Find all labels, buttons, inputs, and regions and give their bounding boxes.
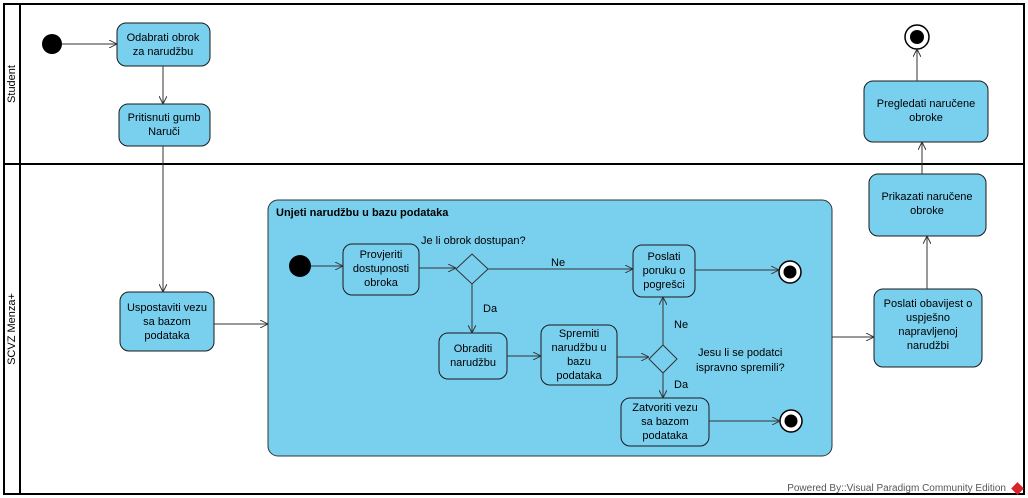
guard-obrok-dostupan: Je li obrok dostupan? bbox=[421, 235, 526, 247]
final-node-close bbox=[779, 409, 803, 433]
guard-ispravno-line2: ispravno spremili? bbox=[696, 362, 785, 374]
final-node-student bbox=[904, 24, 930, 50]
initial-node-student bbox=[42, 34, 62, 54]
final-node-error bbox=[778, 260, 802, 284]
visual-paradigm-logo-icon bbox=[1011, 482, 1024, 495]
watermark-text: Powered By::Visual Paradigm Community Ed… bbox=[787, 483, 1006, 494]
guard-ne-2: Ne bbox=[674, 319, 688, 331]
guard-ispravno-line1: Jesu li se podatci bbox=[698, 347, 782, 359]
lane-title-student: Student bbox=[6, 65, 18, 103]
control-flows bbox=[62, 44, 927, 421]
initial-node-region bbox=[289, 255, 311, 277]
region-title: Unjeti narudžbu u bazu podataka bbox=[276, 207, 449, 219]
guard-ne-1: Ne bbox=[551, 257, 565, 269]
guard-da-2: Da bbox=[674, 379, 689, 391]
watermark: Powered By::Visual Paradigm Community Ed… bbox=[787, 482, 1024, 495]
guard-da-1: Da bbox=[483, 303, 498, 315]
lane-title-menza: SCVZ Menza+ bbox=[6, 293, 18, 365]
